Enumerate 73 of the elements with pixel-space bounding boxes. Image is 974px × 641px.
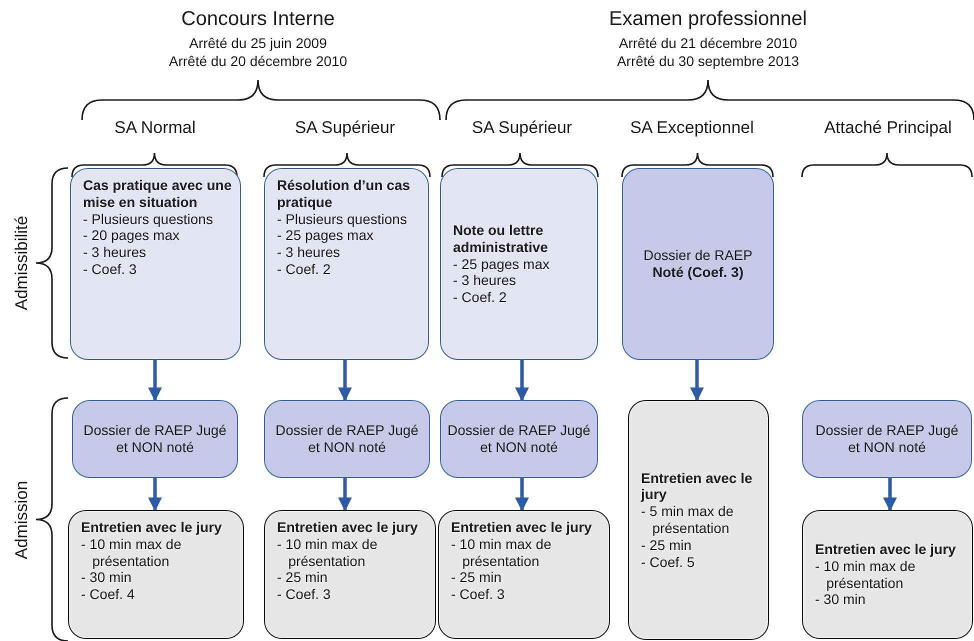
- box-text: - 25 min: [641, 536, 693, 554]
- row-header: Admissibilité: [12, 216, 32, 310]
- interview-box: [802, 510, 973, 639]
- dossier-box: [264, 400, 430, 478]
- box-text: - 10 min max de présentation: [81, 536, 182, 570]
- column-header: SA Supérieur: [472, 118, 572, 138]
- arrow: [148, 360, 162, 402]
- box-text: - 3 heures: [453, 272, 518, 290]
- box-text: - 25 pages max: [277, 227, 374, 244]
- interview-box: [68, 510, 244, 639]
- box-text: - 25 pages max: [453, 256, 550, 272]
- box-text: - Coef. 3: [277, 586, 332, 603]
- box-text: - Coef. 3: [83, 260, 138, 278]
- box-heading: Noté (Coef. 3): [652, 264, 744, 281]
- box-heading: Entretien avec le jury: [815, 540, 957, 558]
- box-heading: Entretien avec le jury: [277, 519, 419, 536]
- box-text: - 3 heures: [277, 244, 342, 261]
- box-text: - 10 min max de présentation: [815, 558, 916, 592]
- box-text: - 10 min max de présentation: [277, 536, 378, 570]
- box-text: Dossier de RAEP Jugé et NON noté: [274, 422, 420, 456]
- box-text: - 30 min: [815, 591, 867, 608]
- column-header: SA Supérieur: [294, 118, 396, 138]
- box-text: Dossier de RAEP Jugé et NON noté: [82, 422, 228, 456]
- decree-date: Arrêté du 25 juin 2009: [189, 35, 327, 51]
- box-text: - 5 min max de présentation: [641, 503, 735, 537]
- box-text: - 25 min: [451, 569, 503, 586]
- interview-box: [264, 510, 436, 639]
- dossier-box: [72, 400, 238, 478]
- column-header: SA Normal: [114, 118, 196, 138]
- box-text: - 20 pages max: [83, 227, 180, 244]
- column-header: Attaché Principal: [824, 118, 952, 138]
- arrow: [883, 478, 897, 512]
- box-heading: Note ou lettre administrative: [453, 222, 549, 256]
- box-text: - Coef. 4: [81, 586, 136, 603]
- box-text: Dossier de RAEP Jugé et NON noté: [814, 422, 960, 456]
- arrow: [338, 360, 352, 402]
- group-title: Concours Interne: [181, 8, 335, 31]
- exam-box: [440, 168, 598, 360]
- decree-date: Arrêté du 30 septembre 2013: [616, 53, 800, 69]
- box-text: - 30 min: [81, 569, 133, 586]
- box-heading: Cas pratique avec une mise en situation: [83, 177, 232, 211]
- dossier-box: [802, 400, 972, 478]
- box-text: Dossier de RAEP: [642, 247, 754, 264]
- box-text: - 25 min: [277, 569, 329, 586]
- box-text: - Coef. 5: [641, 554, 696, 570]
- arrow: [515, 478, 529, 512]
- group-title: Examen professionnel: [609, 8, 807, 31]
- dossier-box: [440, 400, 598, 478]
- box-text: - Coef. 2: [453, 289, 508, 306]
- box-text: - Coef. 3: [451, 586, 506, 603]
- decree-date: Arrêté du 21 décembre 2010: [618, 35, 798, 51]
- box-heading: Entretien avec le jury: [451, 519, 593, 536]
- arrow: [690, 360, 704, 402]
- arrow: [148, 478, 162, 512]
- box-text: - Plusieurs questions: [83, 210, 214, 228]
- box-heading: Résolution d’un cas pratique: [277, 177, 412, 211]
- box-text: - 3 heures: [83, 244, 148, 261]
- box-text: - 10 min max de présentation: [451, 536, 552, 570]
- decree-date: Arrêté du 20 décembre 2010: [168, 53, 348, 69]
- interview-box: [438, 510, 610, 639]
- exam-box: [264, 168, 429, 360]
- arrow: [515, 360, 529, 402]
- box-text: Dossier de RAEP Jugé et NON noté: [447, 422, 591, 456]
- exam-box: [70, 168, 241, 360]
- interview-box: [628, 400, 769, 640]
- box-text: - Coef. 2: [277, 260, 332, 278]
- box-heading: Entretien avec le jury: [81, 519, 223, 536]
- row-header: Admission: [12, 480, 32, 559]
- box-heading: Entretien avec le jury: [641, 470, 754, 504]
- dossier-box: [622, 168, 774, 360]
- column-header: SA Exceptionnel: [630, 118, 754, 138]
- arrow: [338, 478, 352, 512]
- box-text: - Plusieurs questions: [277, 210, 408, 228]
